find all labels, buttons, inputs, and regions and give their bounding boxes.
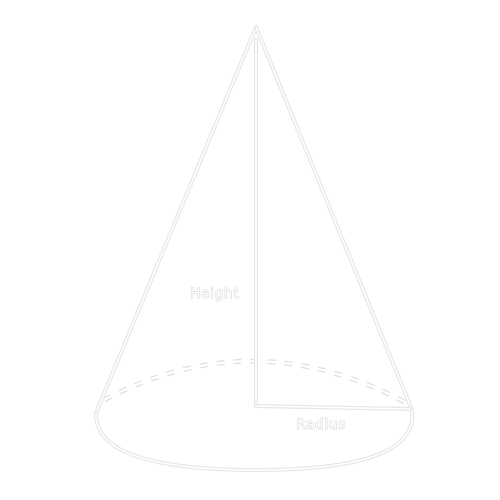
radius-line	[255, 405, 411, 410]
radius-label: Radius	[296, 417, 346, 433]
cone-base-front-edge	[95, 409, 414, 471]
cone-left-side	[95, 26, 257, 414]
cone-base-front-edge-shadow	[93, 408, 415, 472]
height-label: Height	[190, 286, 239, 302]
cone-right-side	[255, 26, 413, 411]
